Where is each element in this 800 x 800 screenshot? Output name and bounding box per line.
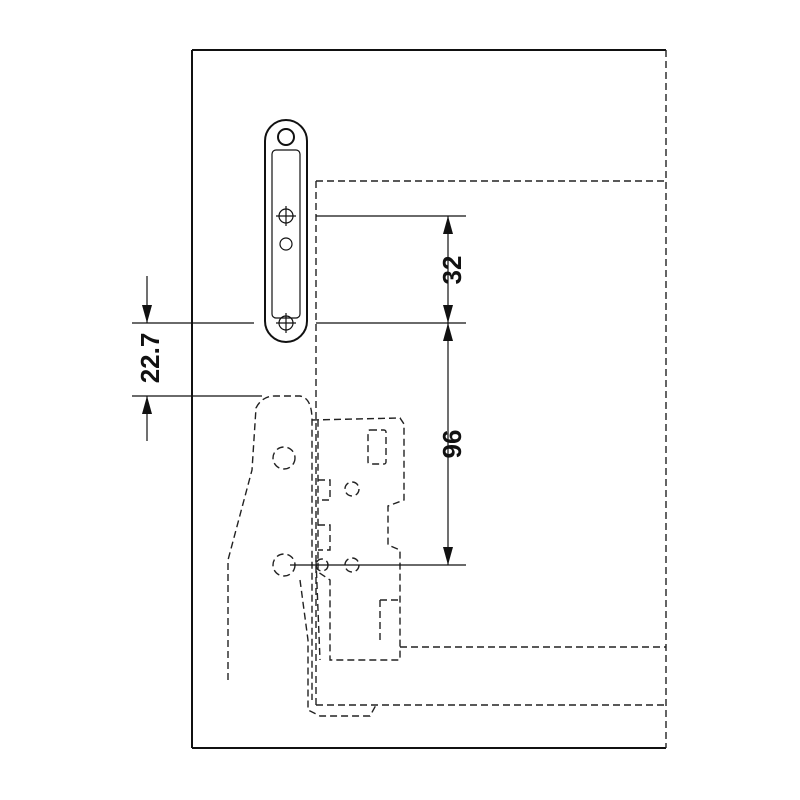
dimension-label-32: 32 [437,256,467,285]
dimension-22-7: 22.7 [135,276,165,441]
hinge-mechanism-dashed [227,395,405,717]
dimension-32: 32 [437,216,467,323]
drawer-box-outline [315,180,666,706]
extension-lines [132,215,466,566]
middle-hole [279,237,293,251]
cabinet-side-panel [191,49,667,749]
dimension-label-96: 96 [437,430,467,459]
mounting-plate [264,119,308,343]
dimension-label-22-7: 22.7 [135,333,165,384]
top-hole [277,128,295,146]
dimension-96: 96 [437,323,467,565]
